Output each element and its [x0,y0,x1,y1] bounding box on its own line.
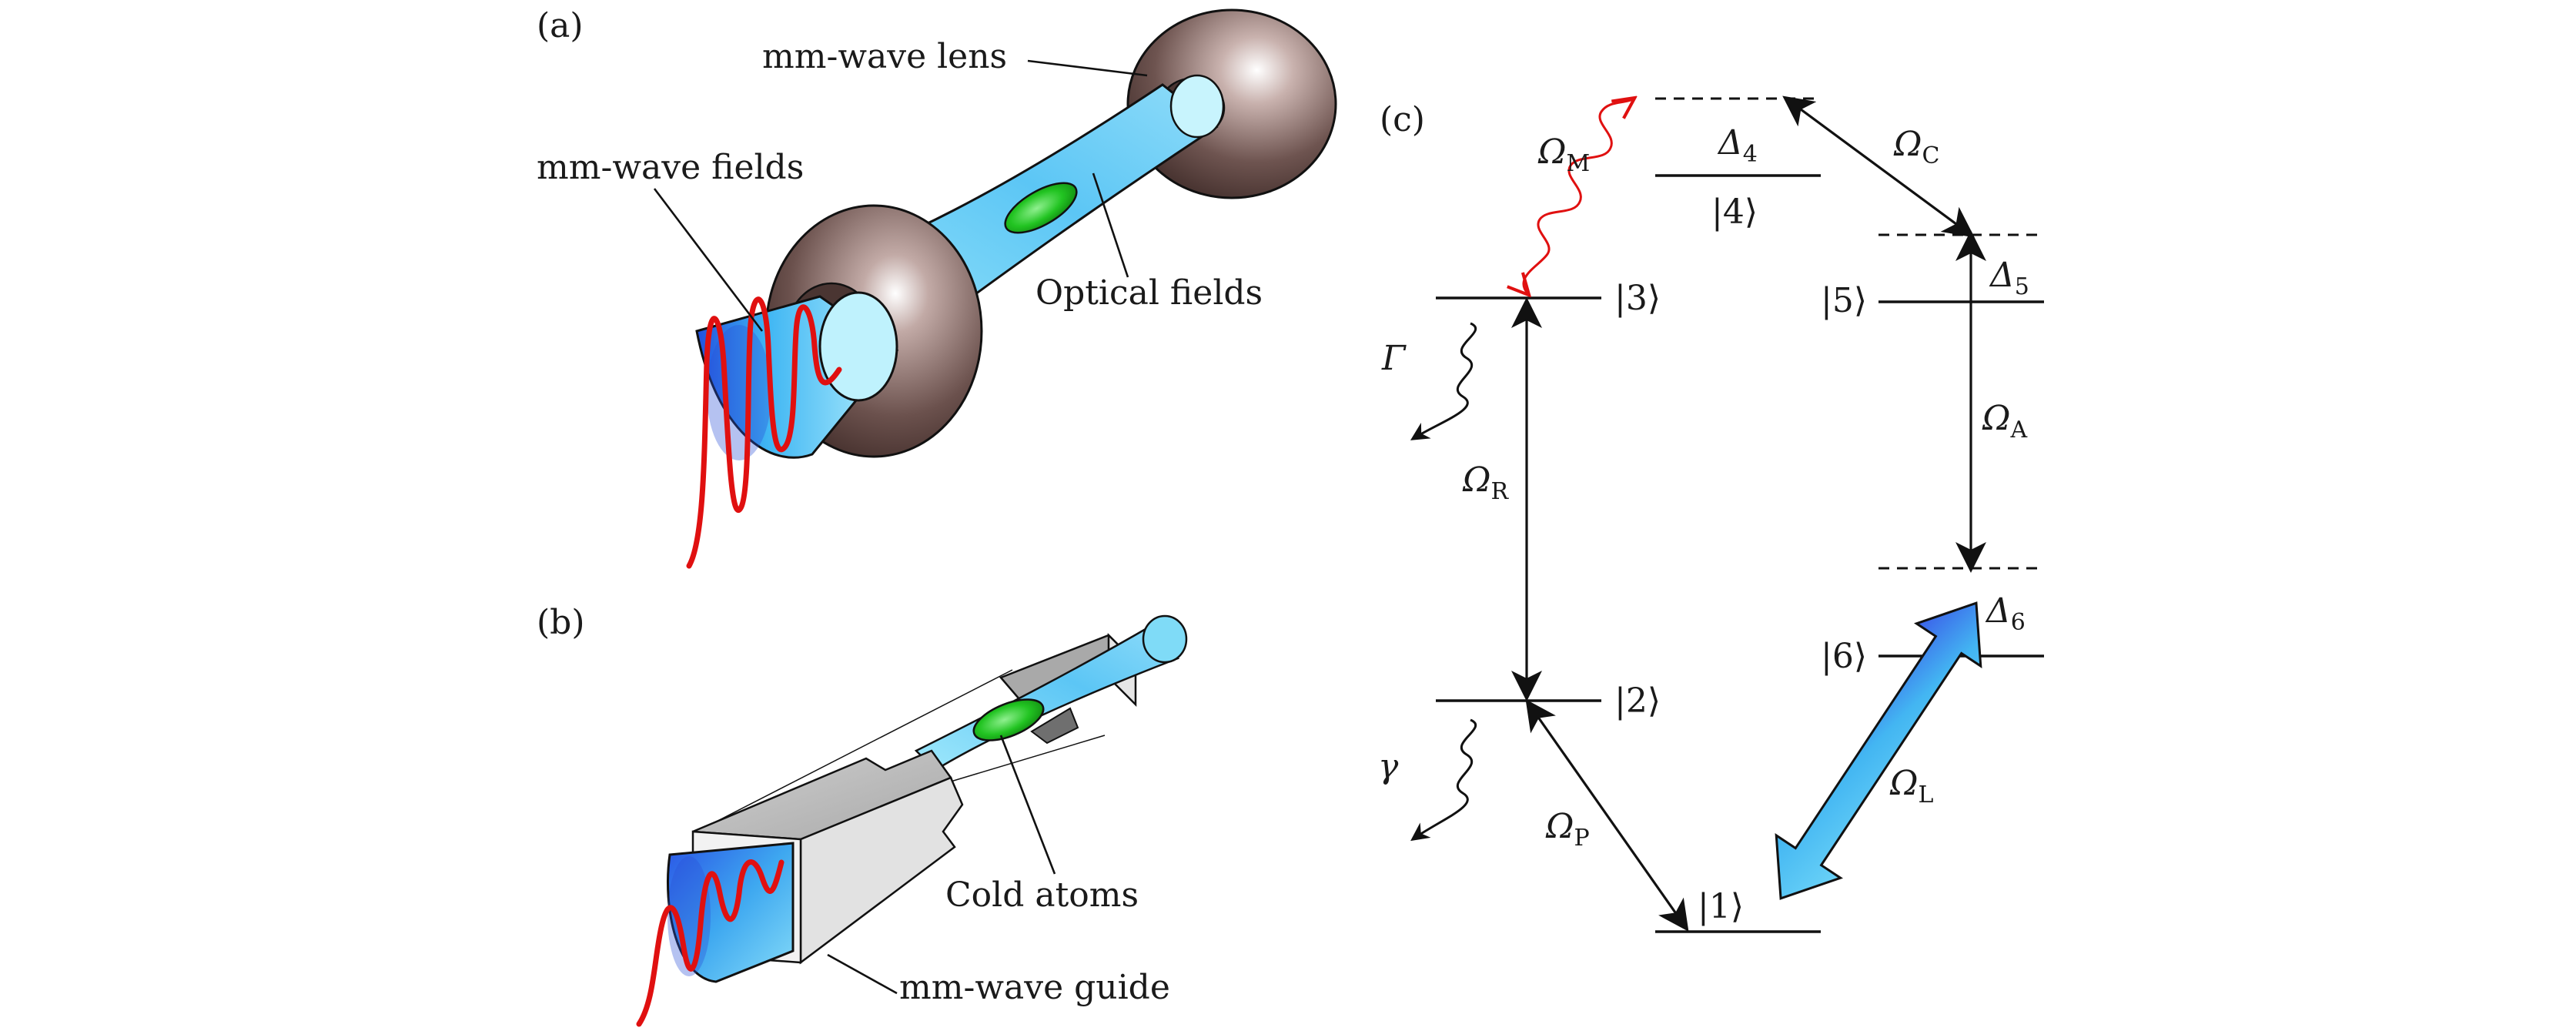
panel-c: (c) |1⟩ |2⟩ |3⟩ |4⟩ |5⟩ |6⟩ Δ4 Δ5 Δ6 ΩR … [1378,95,2044,933]
callout-lens: mm-wave lens [762,37,1007,76]
arrow-omega-c [1782,95,1975,238]
decay-Gamma-label: Γ [1381,339,1407,378]
panel-a: (a) mm-wave lens mm-wave fields Optical … [537,6,1337,569]
arrow-omega-l [1775,601,1982,900]
omega-p-label: ΩP [1545,807,1590,852]
omega-c-label: ΩC [1893,125,1939,169]
omega-r-label: ΩR [1462,460,1509,505]
callout-mm-wave-fields: mm-wave fields [537,148,804,187]
omega-a-label: ΩA [1982,399,2027,444]
panel-b: (b) Cold atoms mm-wave guide [537,603,1188,1027]
ket-3: |3⟩ [1614,279,1661,318]
atom-cloud-a [1004,182,1078,234]
mm-wave-field-b [636,859,785,1027]
mm-wave-field-a [686,296,842,569]
arrow-omega-p [1525,699,1689,932]
ket-5: |5⟩ [1821,281,1867,320]
decay-gamma-lower [1410,718,1477,842]
detuning-5: Δ5 [1989,256,2029,300]
panel-b-label: (b) [537,603,585,642]
detuning-4: Δ4 [1717,123,1758,168]
omega-l-label: ΩL [1889,764,1933,808]
callout-mm-wave-guide: mm-wave guide [899,968,1170,1007]
omega-m-label: ΩM [1537,132,1590,177]
ket-2: |2⟩ [1614,681,1661,721]
callout-cold-atoms: Cold atoms [945,875,1139,915]
decay-gamma-upper [1410,322,1477,440]
ket-6: |6⟩ [1821,637,1867,676]
ket-1: |1⟩ [1698,887,1744,926]
detuning-6: Δ6 [1985,591,2026,636]
arrow-omega-m [1524,99,1634,294]
ket-4: |4⟩ [1711,192,1758,232]
atom-cloud-b [972,698,1045,741]
panel-a-label: (a) [537,6,584,45]
decay-gamma-label: γ [1378,747,1399,786]
optical-beam-b [914,622,1179,772]
callout-optical-fields: Optical fields [1035,273,1263,313]
panel-c-label: (c) [1380,100,1425,139]
